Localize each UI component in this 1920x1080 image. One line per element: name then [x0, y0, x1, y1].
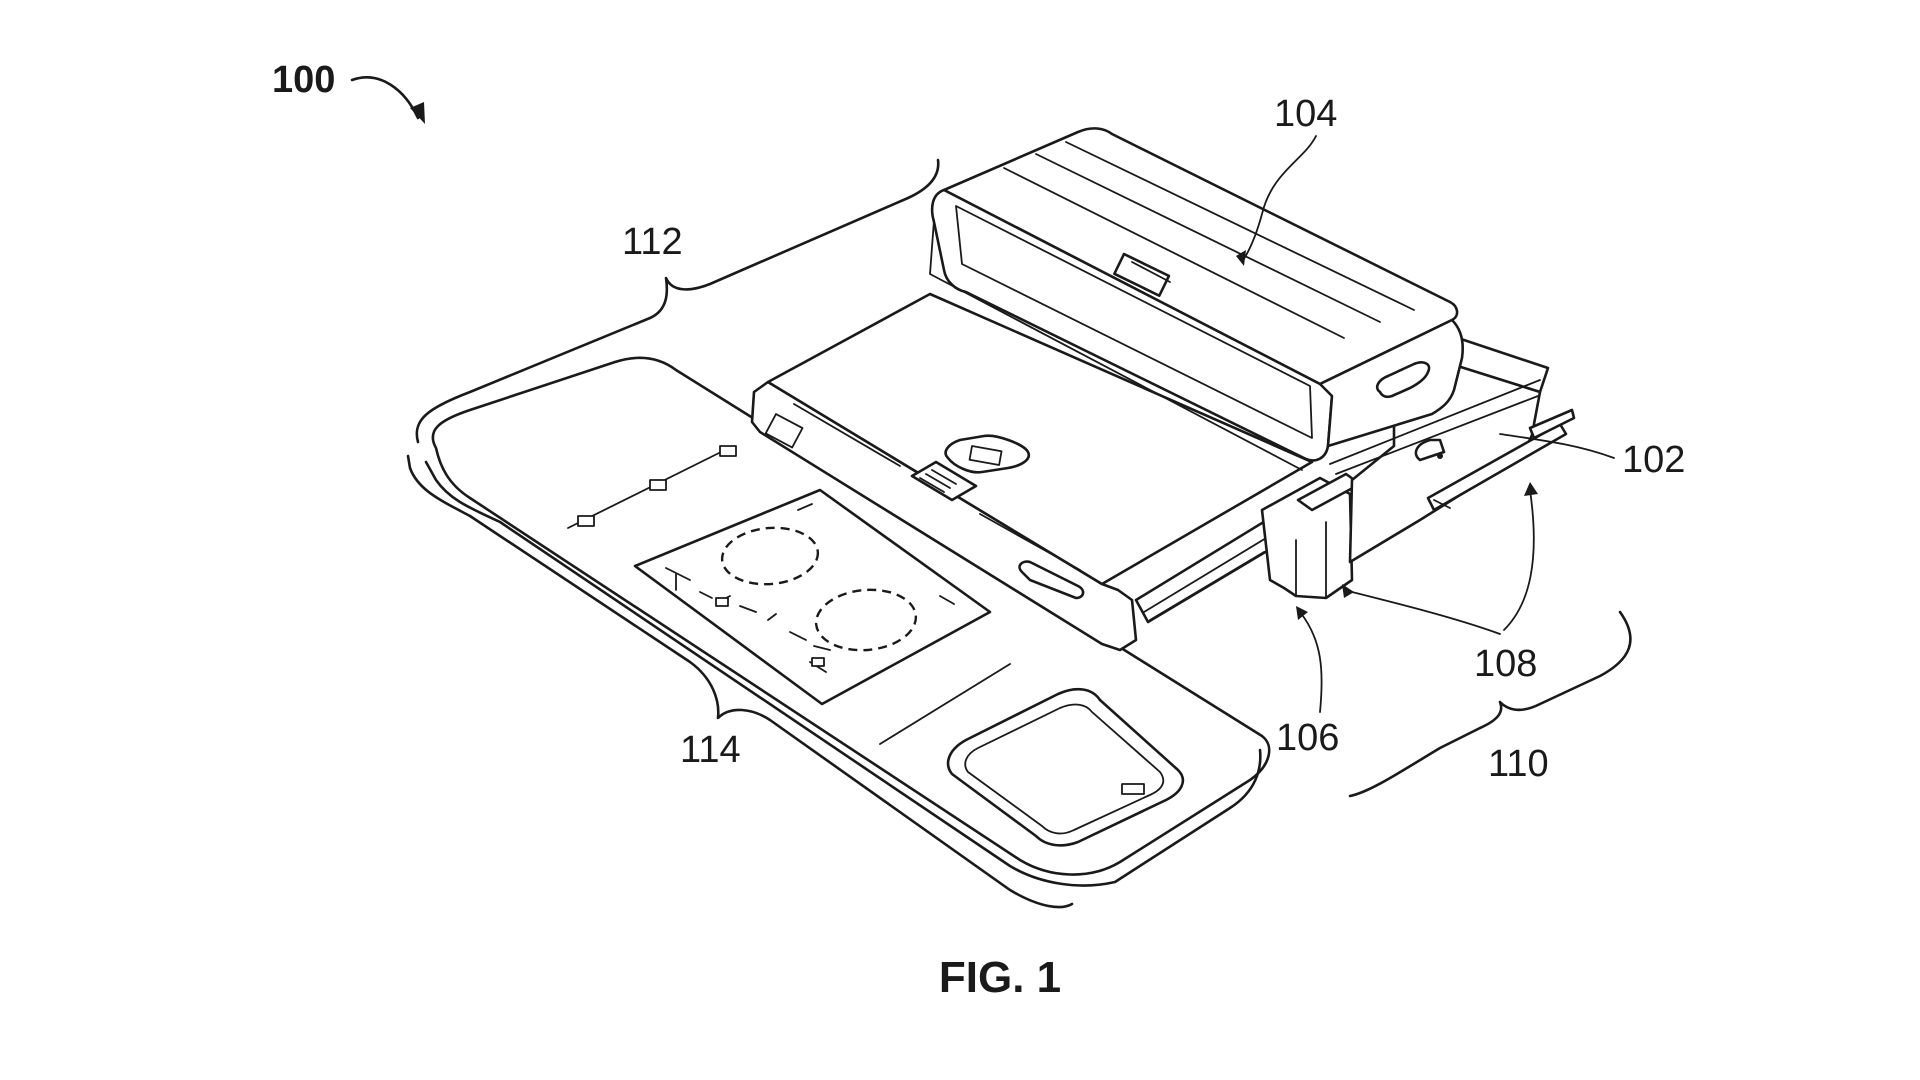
foldout-tray	[424, 356, 1271, 887]
drawer-pull-slot	[1018, 560, 1085, 600]
bracket-112-line	[415, 158, 940, 444]
control-knob-2	[811, 657, 825, 667]
bracket-110-line	[1348, 610, 1632, 798]
ref-102-label: 102	[1622, 439, 1685, 481]
leader-106-arrowhead	[1296, 606, 1308, 620]
ref-108-label: 108	[1474, 643, 1537, 685]
ref-100-arrow	[350, 76, 420, 120]
slide-mount-lines	[1295, 521, 1327, 599]
front-slot-left	[793, 403, 901, 467]
side-arm-tip	[1528, 408, 1576, 440]
lid-box-104	[929, 127, 1464, 471]
bracket-114	[406, 454, 1074, 909]
leader-108-a	[1343, 589, 1501, 635]
cooktop: 114	[633, 488, 992, 771]
bracket-114-line	[406, 454, 1074, 909]
drawer-slides	[1134, 472, 1362, 624]
housing-rail-lines	[1329, 379, 1541, 475]
leader-108-b-arrowhead	[1524, 482, 1538, 496]
ref-110-label: 110	[1488, 743, 1549, 785]
hinge-1	[577, 515, 595, 527]
leader-108-a-arrowhead	[1342, 584, 1354, 598]
hinge-2	[649, 479, 667, 491]
front-slot-right	[979, 513, 1081, 571]
lid-clasp-detail	[1131, 261, 1171, 283]
side-arm-lower	[1426, 422, 1568, 512]
cooktop-mark-2	[939, 595, 955, 605]
lid-top	[942, 127, 1459, 386]
sink-drain-tab	[1121, 783, 1145, 795]
drawer-top	[766, 292, 1314, 586]
ref-106-label: 106	[1276, 717, 1339, 759]
lid-base-shelf	[929, 219, 1303, 471]
housing-roller	[1414, 438, 1446, 462]
drawer-control-panel	[764, 413, 804, 449]
drawer-handle-grip	[919, 469, 957, 493]
cooktop-plate	[633, 488, 992, 706]
sink-rim-outer	[946, 687, 1185, 847]
side-arm-mount	[1433, 499, 1451, 509]
drawer-body	[750, 292, 1314, 652]
reference-leaders: 104 102 108 106 110	[1236, 93, 1685, 798]
assembly-reference: 100	[272, 59, 425, 124]
hinge-3	[719, 445, 737, 457]
sink-rim-inner	[964, 703, 1165, 835]
lid-side-handle	[1375, 361, 1431, 399]
bracket-112: 112	[415, 158, 940, 444]
lid-top-ribs	[1003, 141, 1415, 339]
leader-106	[1299, 611, 1323, 713]
sink	[946, 687, 1185, 847]
burner-2	[814, 588, 918, 652]
drawer-front-handle	[910, 460, 978, 502]
tray-edge	[424, 460, 1262, 887]
lid-front-bevel	[955, 205, 1313, 439]
figure-caption: FIG. 1	[939, 953, 1061, 1002]
burner-1	[720, 526, 820, 586]
drawer-latch-button	[968, 445, 1003, 466]
ref-112-label: 112	[622, 221, 683, 263]
leader-102	[1499, 433, 1615, 459]
control-knob-1	[715, 597, 729, 607]
tray-fold-line-2	[879, 663, 1011, 745]
ref-100-label: 100	[272, 59, 335, 101]
slide-rail-lines	[1143, 531, 1277, 621]
leader-104-arrowhead	[1236, 250, 1246, 266]
ref-104-label: 104	[1274, 93, 1337, 135]
leader-108-b	[1503, 489, 1535, 631]
ref-100-arrowhead	[410, 102, 425, 124]
lid-clasp	[1113, 252, 1171, 297]
tray-fold-line-1	[567, 449, 726, 529]
tray-surface	[431, 356, 1271, 876]
ref-114-label: 114	[680, 729, 741, 771]
housing-pin	[1437, 453, 1443, 459]
cooktop-mark-1	[797, 503, 813, 511]
leader-104	[1241, 135, 1317, 263]
